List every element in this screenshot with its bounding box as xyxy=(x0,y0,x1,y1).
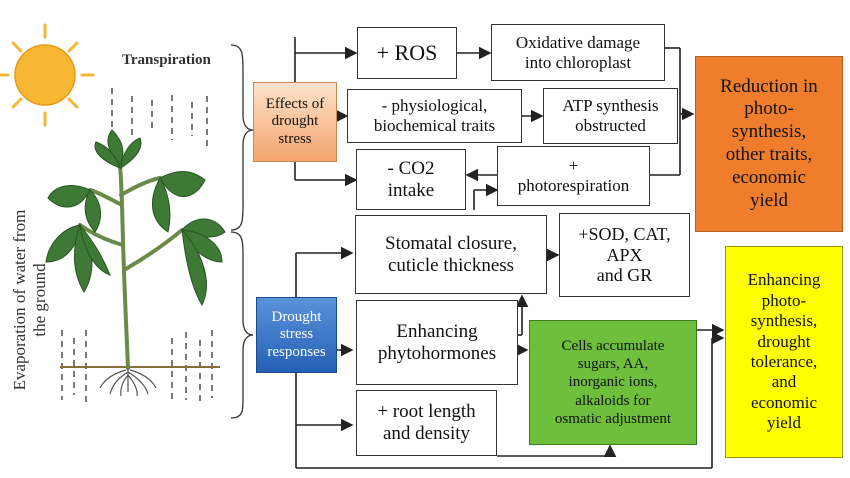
osmotic-adjustment-box: Cells accumulate sugars, AA, inorganic i… xyxy=(529,320,697,445)
plant-roots xyxy=(99,368,157,397)
drought-stress-responses-label: Drought stress responses xyxy=(256,297,337,373)
stomatal-closure-box: Stomatal closure, cuticle thickness xyxy=(355,215,547,294)
ros-box: + ROS xyxy=(357,27,457,79)
plant-illustration xyxy=(0,23,226,405)
effects-of-drought-stress-label: Effects of drought stress xyxy=(253,82,337,162)
plant-leaves xyxy=(45,129,226,307)
antioxidant-enzymes-box: +SOD, CAT, APX and GR xyxy=(559,213,690,297)
sun-icon xyxy=(0,23,95,127)
transpiration-lines xyxy=(111,88,208,150)
physiological-traits-box: - physiological, biochemical traits xyxy=(347,89,522,143)
plant-stem xyxy=(78,163,184,370)
phytohormones-box: Enhancing phytohormones xyxy=(356,300,518,385)
lower-brace xyxy=(230,231,254,419)
reduction-outcome-box: Reduction in photo- synthesis, other tra… xyxy=(695,56,843,232)
transpiration-label: Transpiration xyxy=(122,52,211,68)
photorespiration-box: + photorespiration xyxy=(497,146,650,206)
co2-intake-box: - CO2 intake xyxy=(356,149,466,210)
oxidative-damage-box: Oxidative damage into chloroplast xyxy=(491,24,665,81)
atp-synthesis-box: ATP synthesis obstructed xyxy=(543,88,678,144)
root-length-box: + root length and density xyxy=(356,390,497,456)
enhancing-outcome-box: Enhancing photo- synthesis, drought tole… xyxy=(725,246,843,458)
